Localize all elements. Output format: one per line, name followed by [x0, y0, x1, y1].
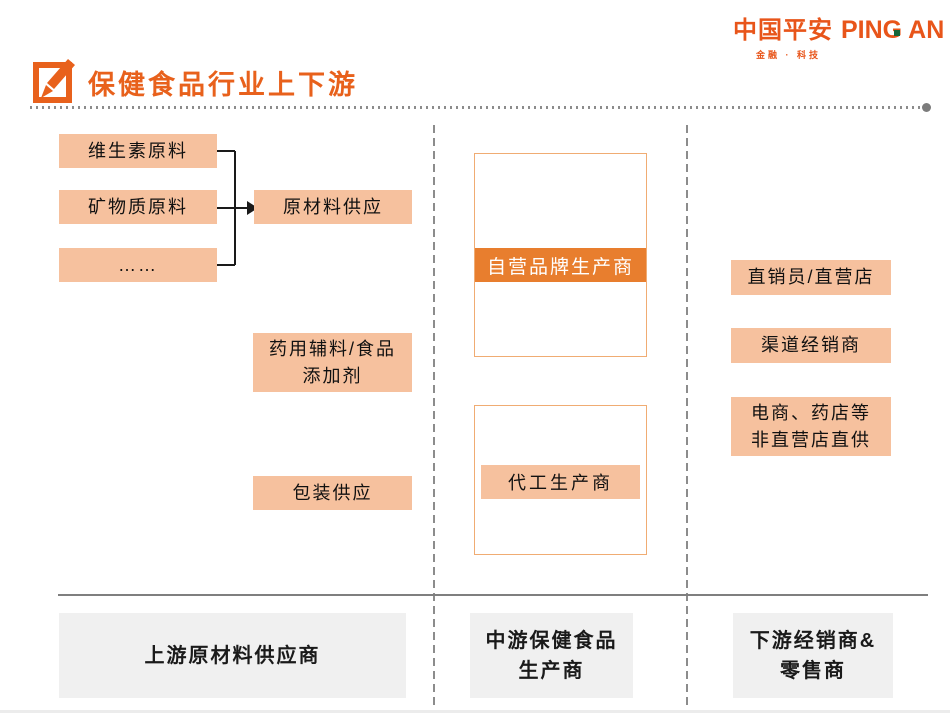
column-divider-midstream-downstream [686, 125, 688, 707]
section-divider-line [58, 594, 928, 596]
packaging-box: 包装供应 [253, 476, 412, 510]
own-brand-panel: 自营品牌生产商 [474, 153, 647, 357]
additives-box: 药用辅料/食品 添加剂 [253, 333, 412, 392]
pingan-logo: 中国平安 PING AN 金融 · 科技 [733, 10, 944, 61]
oem-banner: 代工生产商 [481, 465, 640, 499]
bottom-edge-line [0, 710, 950, 713]
title-divider-dotted-line [30, 106, 920, 109]
divider-end-dot [922, 103, 931, 112]
material-box-vitamin: 维生素原料 [59, 134, 217, 168]
material-box-etc: …… [59, 248, 217, 282]
page-title: 保健食品行业上下游 [88, 70, 358, 100]
material-box-mineral: 矿物质原料 [59, 190, 217, 224]
supply-box: 原材料供应 [254, 190, 412, 224]
channel-box-distributor: 渠道经销商 [731, 328, 891, 363]
logo-cn-text: 中国平安 [733, 17, 833, 44]
channel-box-ecommerce: 电商、药店等 非直营店直供 [731, 397, 891, 456]
pencil-icon [33, 59, 75, 103]
logo-subtitle: 金融 · 科技 [756, 50, 821, 60]
logo-en-text: PING AN [841, 16, 945, 44]
logo-green-square [894, 30, 900, 36]
merge-arrow [217, 150, 258, 266]
own-brand-banner: 自营品牌生产商 [475, 248, 646, 282]
column-divider-upstream-midstream [433, 125, 435, 707]
footer-box-upstream: 上游原材料供应商 [59, 613, 406, 698]
footer-box-midstream: 中游保健食品 生产商 [470, 613, 633, 698]
channel-box-direct: 直销员/直营店 [731, 260, 891, 295]
logo-row: 中国平安 PING AN [733, 10, 944, 45]
oem-panel: 代工生产商 [474, 405, 647, 555]
footer-box-downstream: 下游经销商& 零售商 [733, 613, 893, 698]
